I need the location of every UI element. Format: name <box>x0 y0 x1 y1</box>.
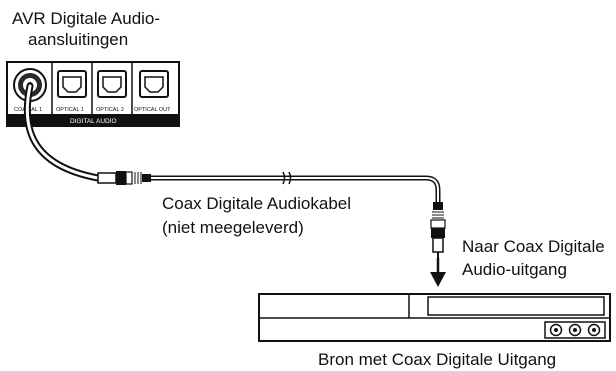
optical-out-port <box>139 70 169 98</box>
avr-digital-audio-panel: DIGITAL AUDIO COAXIAL 1 OPTICAL 1 OPTICA… <box>6 61 180 127</box>
rca-plug-right <box>430 202 446 258</box>
port-label-optical-out: OPTICAL OUT <box>134 107 171 113</box>
source-label: Bron met Coax Digitale Uitgang <box>318 350 556 369</box>
output-label-line1: Naar Coax Digitale <box>462 237 605 256</box>
source-device <box>258 293 611 342</box>
port-label-optical-2: OPTICAL 2 <box>96 107 124 113</box>
avr-title-line2: aansluitingen <box>28 30 128 49</box>
port-label-optical-1: OPTICAL 1 <box>56 107 84 113</box>
output-label-line2: Audio-uitgang <box>462 260 567 279</box>
cable-label-line2: (niet meegeleverd) <box>162 218 304 237</box>
optical-1-port <box>57 70 87 98</box>
optical-2-port <box>97 70 127 98</box>
rca-output-jack-2 <box>568 323 582 337</box>
rca-output-jack-3 <box>587 323 601 337</box>
digital-audio-section-label: DIGITAL AUDIO <box>70 118 117 125</box>
cable-label-line1: Coax Digitale Audiokabel <box>162 194 351 213</box>
coax-cable <box>23 82 441 205</box>
rca-plug-left <box>97 171 151 185</box>
down-arrow-icon <box>430 258 446 287</box>
avr-title-line1: AVR Digitale Audio- <box>12 9 160 28</box>
cable-break-mark <box>282 171 292 185</box>
rca-output-jack-1 <box>549 323 563 337</box>
